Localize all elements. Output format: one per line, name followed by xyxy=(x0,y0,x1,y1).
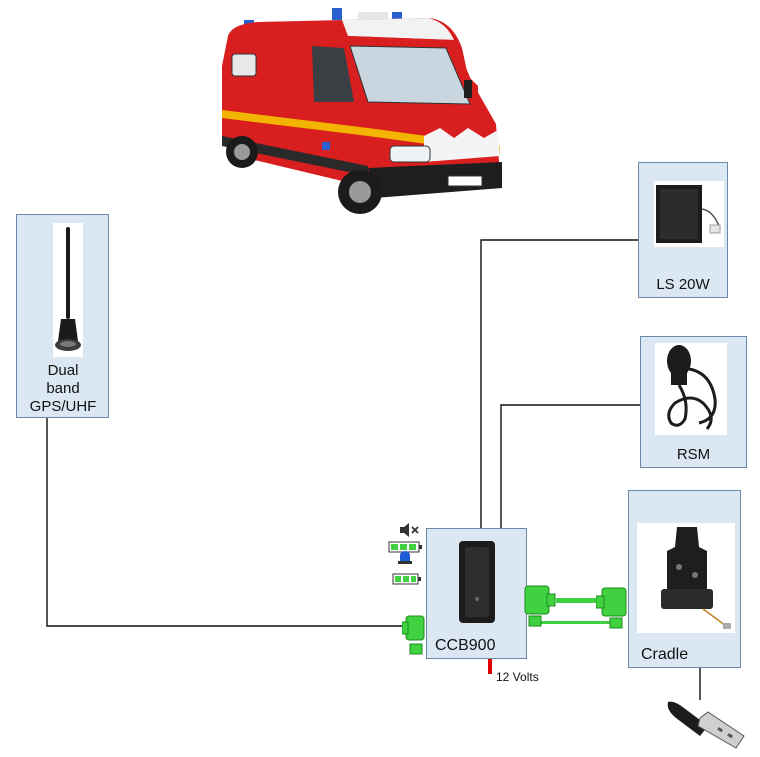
antenna-icon xyxy=(55,227,81,351)
link-cradle-bottom xyxy=(540,621,612,624)
cradle-box: Cradle xyxy=(628,490,741,668)
wire-antenna xyxy=(46,418,405,627)
antenna-label-line-1: Dual xyxy=(47,362,79,379)
beacon-icon xyxy=(396,546,414,564)
ccb900-label: CCB900 xyxy=(435,637,496,654)
radio-cradle-icon xyxy=(661,527,731,629)
power-label: 12 Volts xyxy=(496,670,539,684)
wire-speaker xyxy=(480,239,638,528)
mute-icon xyxy=(398,522,420,538)
cradle-label: Cradle xyxy=(641,646,689,663)
fire-van xyxy=(218,6,504,222)
power-lead xyxy=(488,650,492,674)
fire-van-icon xyxy=(222,8,502,214)
connector-ccb-right xyxy=(523,582,557,628)
antenna-label-line-3: GPS/UHF xyxy=(29,398,97,415)
wire-rsm xyxy=(500,404,640,528)
handheld-microphone-icon xyxy=(667,345,717,430)
antenna-label-line-2: band xyxy=(46,380,80,397)
cradle-image xyxy=(637,523,735,633)
rsm-image xyxy=(655,343,727,435)
speaker-box: LS 20W xyxy=(638,162,728,298)
link-cradle-top xyxy=(556,598,600,603)
antenna-image xyxy=(53,223,83,357)
connector-cradle xyxy=(595,584,630,630)
control-box-icon xyxy=(459,541,495,623)
battery-icon-secondary xyxy=(392,572,422,585)
antenna-box: Dual band GPS/UHF xyxy=(16,214,109,418)
speaker-icon xyxy=(656,185,721,243)
speaker-image xyxy=(654,181,724,247)
rsm-box: RSM xyxy=(640,336,747,468)
speaker-label: LS 20W xyxy=(656,276,710,293)
ccb900-image xyxy=(457,539,497,625)
connector-antenna xyxy=(401,612,428,656)
usb-plug xyxy=(664,696,746,754)
rsm-label: RSM xyxy=(676,446,711,463)
usb-plug-icon xyxy=(667,701,745,749)
ccb900-box: CCB900 xyxy=(426,528,527,659)
